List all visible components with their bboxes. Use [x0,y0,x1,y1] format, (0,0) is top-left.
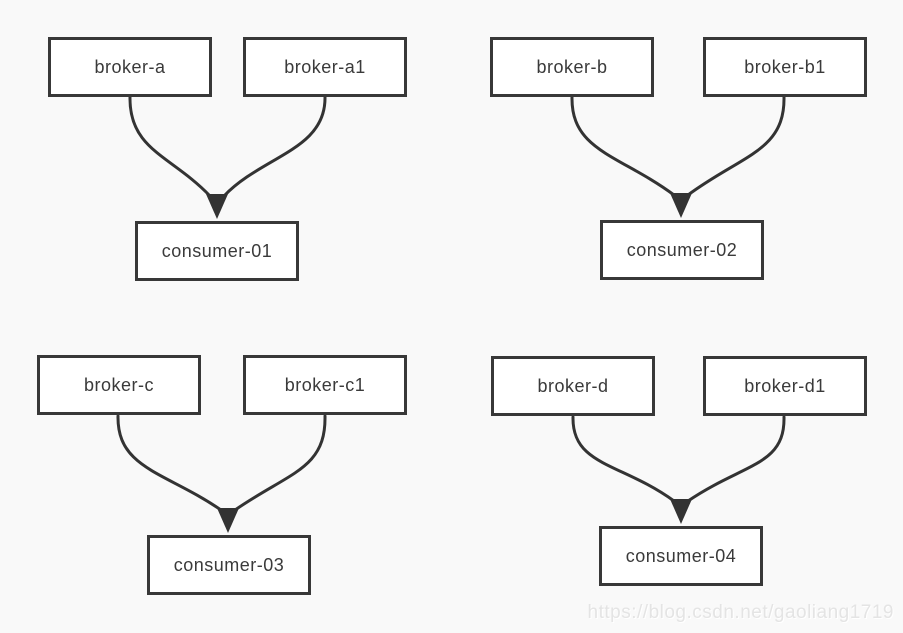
node-broker-a1: broker-a1 [243,37,407,97]
node-label: consumer-04 [625,545,737,566]
node-label: broker-c1 [284,374,366,395]
arrowhead-consumer-04 [670,499,692,524]
node-label: broker-b1 [744,56,826,77]
node-label: broker-d1 [744,375,826,396]
arrowhead-consumer-02 [670,193,692,218]
edge-broker-c1-consumer-03 [233,414,327,512]
node-label: broker-b [536,56,608,77]
node-broker-d1: broker-d1 [703,356,867,416]
edge-broker-b1-consumer-02 [686,95,786,197]
node-broker-c: broker-c [37,355,201,415]
edge-broker-b-consumer-02 [570,95,676,197]
watermark-url: https://blog.csdn.net/gaoliang1719 [587,602,894,623]
arrowhead-consumer-03 [217,508,239,533]
node-broker-d: broker-d [491,356,655,416]
node-broker-c1: broker-c1 [243,355,407,415]
node-label: consumer-02 [626,239,738,260]
edge-broker-c-consumer-03 [116,414,223,512]
edge-broker-d1-consumer-04 [686,415,786,503]
node-label: consumer-01 [161,240,273,261]
node-broker-b: broker-b [490,37,654,97]
node-label: broker-d [537,375,609,396]
node-label: broker-a1 [284,56,366,77]
node-label: broker-c [83,374,154,395]
node-consumer-03: consumer-03 [147,535,311,595]
edge-broker-a-consumer-01 [128,95,212,198]
node-broker-a: broker-a [48,37,212,97]
node-label: consumer-03 [173,554,285,575]
node-consumer-02: consumer-02 [600,220,764,280]
edge-broker-d-consumer-04 [571,415,676,503]
node-consumer-04: consumer-04 [599,526,763,586]
node-consumer-01: consumer-01 [135,221,299,281]
arrowhead-consumer-01 [206,194,228,219]
node-broker-b1: broker-b1 [703,37,867,97]
node-label: broker-a [94,56,166,77]
edge-broker-a1-consumer-01 [222,95,327,198]
